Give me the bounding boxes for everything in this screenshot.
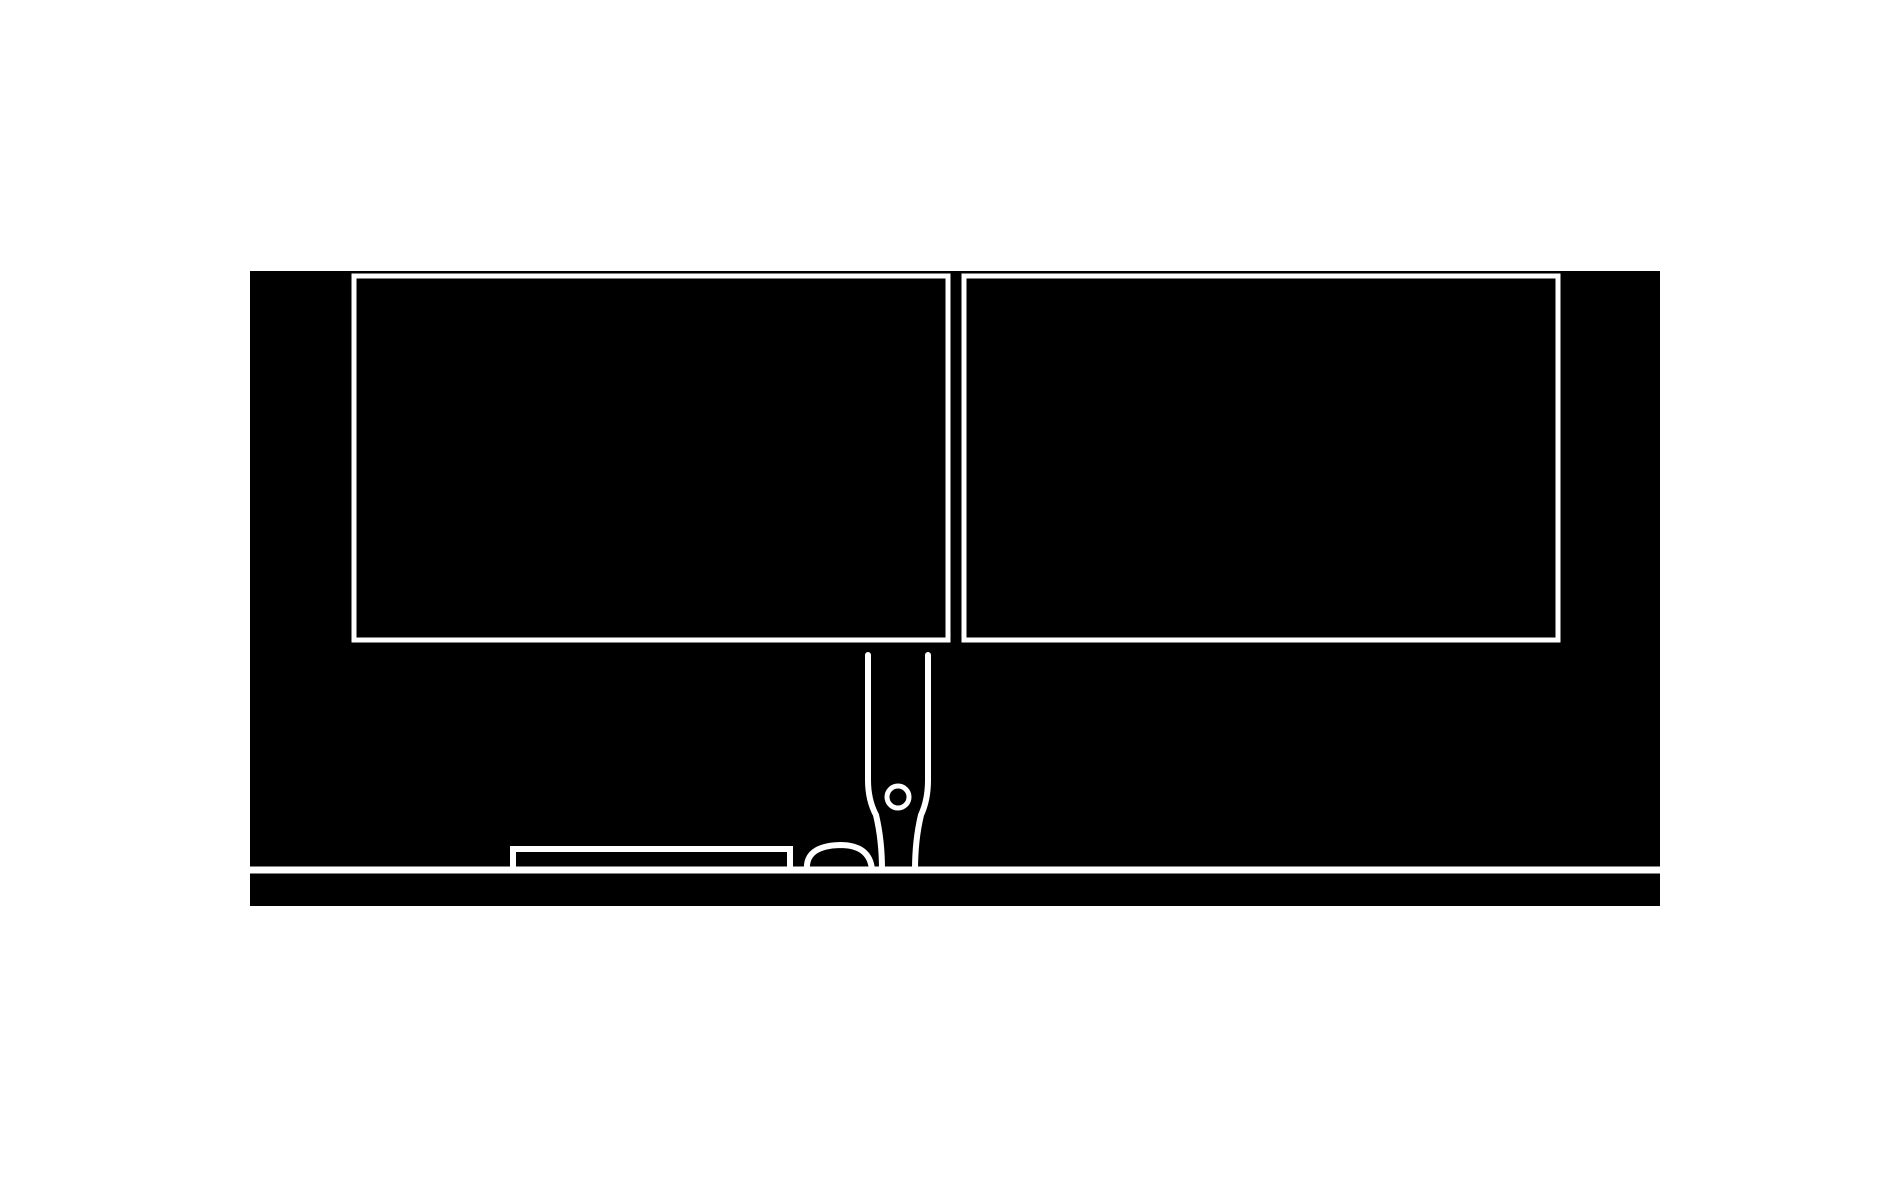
monitor-stand — [865, 652, 931, 873]
mouse — [803, 841, 875, 871]
desk-front — [250, 874, 1660, 905]
right-monitor — [961, 273, 1561, 643]
left-monitor — [351, 273, 951, 643]
stand-knob — [884, 783, 912, 811]
keyboard — [510, 846, 793, 870]
